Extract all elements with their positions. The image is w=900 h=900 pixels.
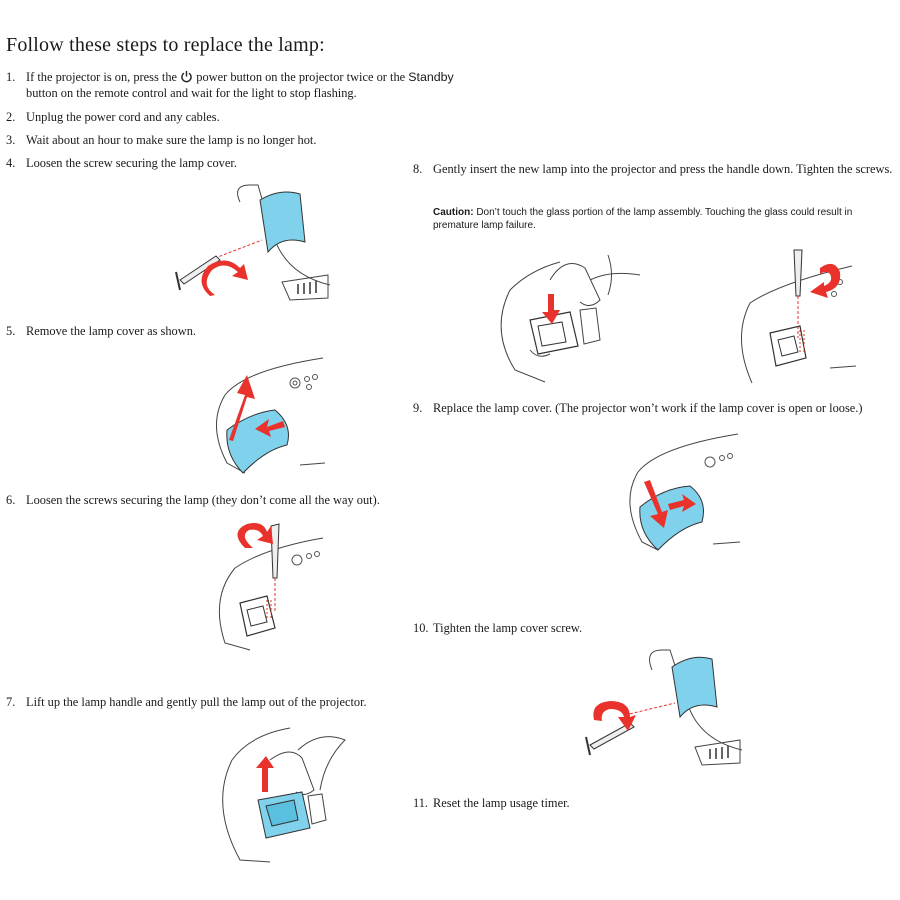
step-number: 4. [6,156,16,170]
step-text: Reset the lamp usage timer. [433,796,570,810]
step-number: 2. [6,110,16,124]
step-text: Unplug the power cord and any cables. [26,110,220,124]
step-text: Wait about an hour to make sure the lamp… [26,133,317,147]
step-number: 7. [6,695,16,709]
step-number: 5. [6,324,16,338]
illustration-remove-lamp [210,720,350,865]
step-2: 2. Unplug the power cord and any cables. [6,109,220,125]
step-6: 6. Loosen the screws securing the lamp (… [6,492,380,508]
step-text: Tighten the lamp cover screw. [433,621,583,635]
caution-label: Caution: [433,207,474,218]
power-icon [180,70,193,83]
step-number: 8. [413,162,423,176]
page-title: Follow these steps to replace the lamp: [6,34,325,56]
step-1: 1. If the projector is on, press the pow… [6,69,486,101]
illustration-tighten-cover-screw [580,645,745,770]
step-4: 4. Loosen the screw securing the lamp co… [6,155,237,171]
illustration-remove-lamp-cover [205,355,330,480]
step-3: 3. Wait about an hour to make sure the l… [6,132,316,148]
step-text: Lift up the lamp handle and gently pull … [26,695,367,709]
step-text: Loosen the screws securing the lamp (the… [26,493,380,507]
step-number: 6. [6,493,16,507]
step-number: 1. [6,70,16,84]
step-text: Gently insert the new lamp into the proj… [433,162,893,176]
step-text: If the projector is on, press the [26,70,178,84]
caution-note: Caution: Don’t touch the glass portion o… [433,206,898,232]
illustration-tighten-lamp-screws [730,248,860,388]
illustration-loosen-cover-screw [170,180,331,305]
step-7: 7. Lift up the lamp handle and gently pu… [6,694,367,710]
illustration-replace-lamp-cover [618,432,743,557]
step-text: button on the remote control and wait fo… [26,86,357,100]
standby-button-label: Standby [408,70,454,84]
step-number: 10. [413,621,429,635]
step-text: Loosen the screw securing the lamp cover… [26,156,237,170]
step-number: 3. [6,133,16,147]
caution-text: Don’t touch the glass portion of the lam… [433,207,853,231]
step-11: 11. Reset the lamp usage timer. [413,795,570,811]
step-9: 9. Replace the lamp cover. (The projecto… [413,400,898,416]
step-5: 5. Remove the lamp cover as shown. [6,323,196,339]
step-text: Remove the lamp cover as shown. [26,324,196,338]
step-text: Replace the lamp cover. (The projector w… [433,401,863,415]
illustration-insert-lamp [490,250,641,385]
step-text: power button on the projector twice or t… [196,70,406,84]
illustration-loosen-lamp-screws [205,518,330,653]
step-number: 9. [413,401,423,415]
step-10: 10. Tighten the lamp cover screw. [413,620,582,636]
step-number: 11. [413,796,429,810]
step-8: 8. Gently insert the new lamp into the p… [413,161,893,177]
